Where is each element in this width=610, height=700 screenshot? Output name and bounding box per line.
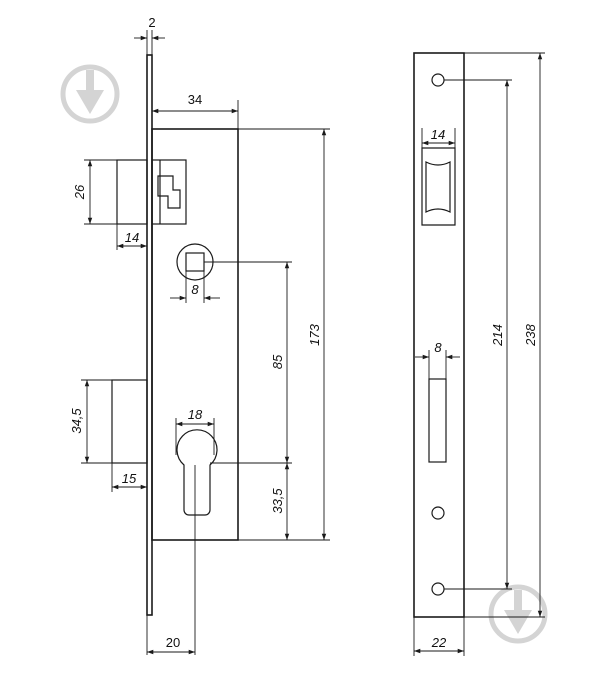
dim-strike-latch-width: 14	[431, 127, 445, 142]
lock-side-view: 2 34 26 14 8 34,5 15 18 20 85 33,5 173	[69, 15, 330, 655]
dim-backset: 20	[166, 635, 180, 650]
dim-latch-height: 26	[72, 184, 87, 200]
latch-opening	[421, 147, 456, 226]
screw-hole-bottom	[431, 582, 445, 596]
dim-case-height: 173	[307, 323, 322, 345]
screw-hole-middle	[431, 506, 445, 520]
dim-cylinder-width: 18	[188, 407, 203, 422]
dim-bolt-projection: 15	[122, 471, 137, 486]
watermark-logo-icon	[60, 64, 120, 124]
dim-cylinder-to-bottom: 33,5	[270, 488, 285, 514]
dim-latch-projection: 14	[125, 230, 139, 245]
watermark-logo-icon	[488, 584, 548, 644]
dim-screw-spacing: 214	[490, 324, 505, 347]
dim-bolt-height: 34,5	[69, 408, 84, 434]
deadbolt	[111, 379, 148, 464]
dim-case-depth: 34	[188, 92, 202, 107]
dim-plate-thickness: 2	[148, 15, 155, 30]
dim-spindle-to-cylinder: 85	[270, 354, 285, 369]
strike-plate	[413, 52, 465, 618]
dim-strike-bolt-width: 8	[434, 340, 442, 355]
screw-hole-top	[431, 73, 445, 87]
dim-strike-height: 238	[523, 323, 538, 346]
strike-plate-view: 14 8 214 238 22	[413, 52, 545, 656]
bolt-opening	[428, 378, 447, 463]
cylinder-hole	[176, 429, 218, 516]
latch	[116, 159, 187, 225]
dim-spindle-square: 8	[191, 282, 199, 297]
dim-strike-width: 22	[431, 635, 447, 650]
